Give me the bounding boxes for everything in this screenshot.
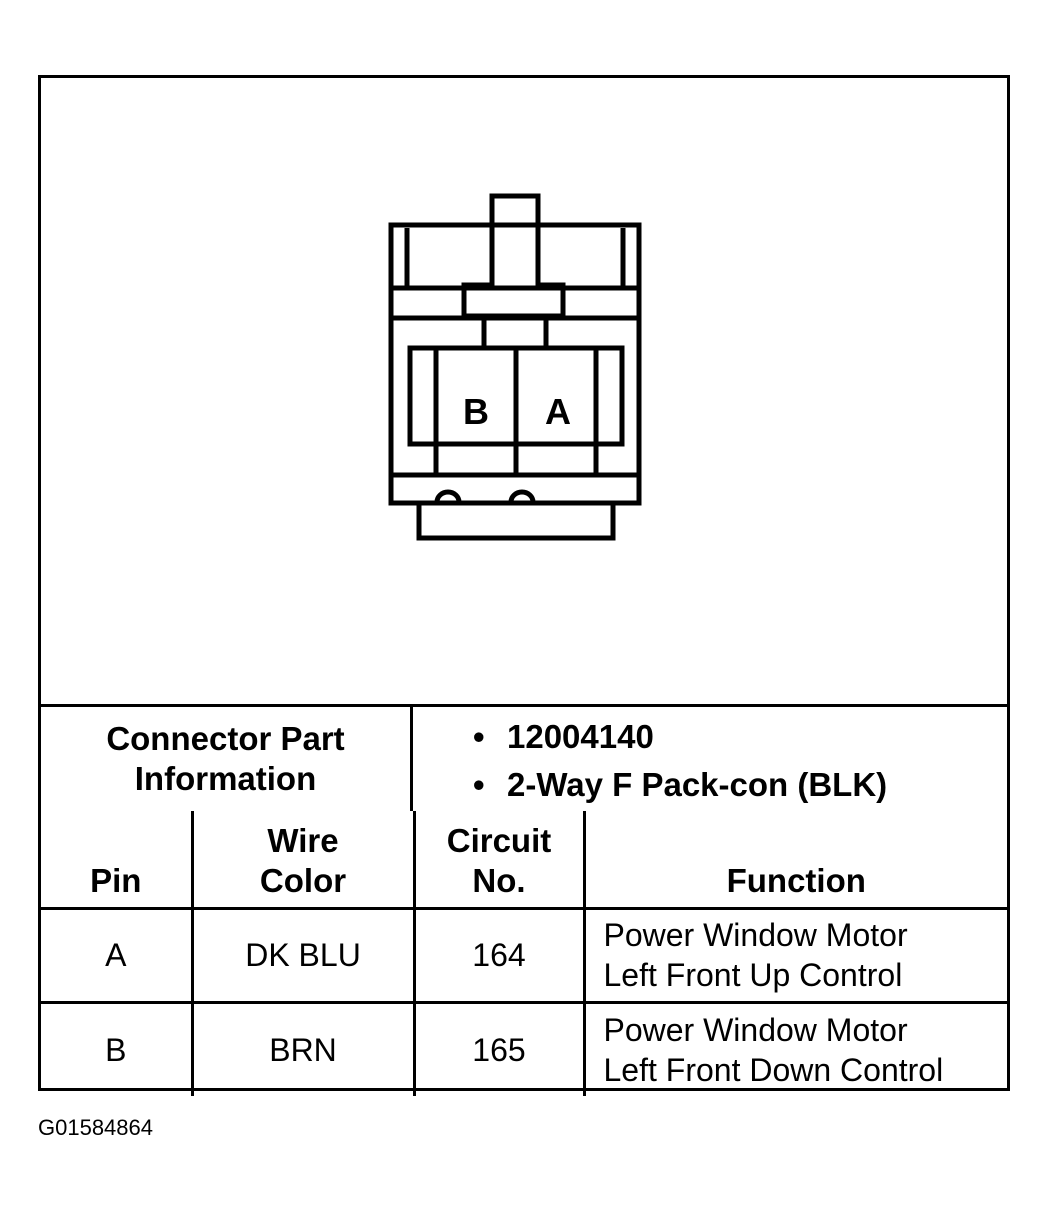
connector-part-info: Connector Part Information • 12004140 • 2-… bbox=[41, 704, 1007, 811]
bullet: • bbox=[473, 766, 485, 803]
connector-part-info-values: • 12004140 • 2-Way F Pack-con (BLK) bbox=[413, 707, 1007, 811]
connector-part-info-label: Connector Part Information bbox=[41, 707, 413, 811]
bottom-skirt bbox=[416, 503, 616, 541]
bullet: • bbox=[473, 718, 485, 755]
pin-cell: B bbox=[41, 1000, 194, 1096]
part-number: • 12004140 bbox=[473, 713, 1007, 761]
locking-tab bbox=[461, 193, 566, 319]
pin-label-a: A bbox=[545, 391, 571, 432]
pin-label-b: B bbox=[463, 391, 489, 432]
info-label-line1: Connector Part bbox=[106, 720, 345, 757]
wire-color-cell: BRN bbox=[190, 1000, 416, 1096]
latch-bump-right bbox=[508, 489, 536, 503]
wire-color-cell: DK BLU bbox=[190, 906, 416, 1004]
connector-type: • 2-Way F Pack-con (BLK) bbox=[473, 761, 1007, 809]
connector-body bbox=[388, 222, 642, 506]
tab-stem bbox=[481, 315, 549, 351]
connector-diagram: B A bbox=[41, 78, 1007, 704]
circuit-cell: 164 bbox=[412, 906, 586, 1004]
circuit-cell: 165 bbox=[412, 1000, 586, 1096]
pin-cell: A bbox=[41, 906, 194, 1004]
info-label-line2: Information bbox=[134, 760, 317, 797]
header-pin: Pin bbox=[41, 811, 194, 910]
header-function: Function bbox=[582, 811, 1007, 910]
part-number-value: 12004140 bbox=[507, 718, 654, 755]
diagram-frame: B A Connector Part Information • 12004140… bbox=[38, 75, 1010, 1096]
connector-type-value: 2-Way F Pack-con (BLK) bbox=[507, 766, 888, 803]
figure-id: G01584864 bbox=[38, 1115, 153, 1140]
connector-face-view: B A bbox=[388, 193, 642, 541]
latch-bump-left bbox=[434, 489, 462, 503]
